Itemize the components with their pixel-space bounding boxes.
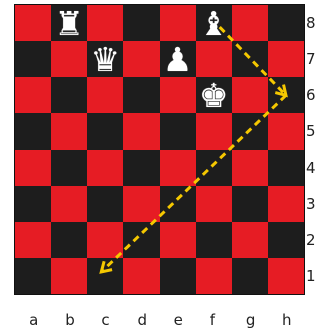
- white-bishop-icon[interactable]: ♝: [196, 5, 232, 41]
- square-c1[interactable]: [87, 258, 123, 294]
- square-f3[interactable]: [196, 186, 232, 222]
- square-f7[interactable]: [196, 41, 232, 77]
- square-h5[interactable]: [268, 113, 304, 149]
- square-e3[interactable]: [160, 186, 196, 222]
- square-d4[interactable]: [123, 150, 159, 186]
- square-h2[interactable]: [268, 222, 304, 258]
- square-d5[interactable]: [123, 113, 159, 149]
- square-h1[interactable]: [268, 258, 304, 294]
- square-g8[interactable]: [232, 5, 268, 41]
- square-b4[interactable]: [51, 150, 87, 186]
- square-e7[interactable]: ♟: [160, 41, 196, 77]
- square-g4[interactable]: [232, 150, 268, 186]
- square-c4[interactable]: [87, 150, 123, 186]
- square-h8[interactable]: [268, 5, 304, 41]
- square-a1[interactable]: [15, 258, 51, 294]
- square-g5[interactable]: [232, 113, 268, 149]
- square-b7[interactable]: [51, 41, 87, 77]
- rank-label-7: 7: [306, 50, 316, 68]
- square-b3[interactable]: [51, 186, 87, 222]
- rank-label-6: 6: [306, 86, 316, 104]
- file-label-g: g: [246, 311, 256, 329]
- file-label-a: a: [29, 311, 38, 329]
- square-f1[interactable]: [196, 258, 232, 294]
- square-f4[interactable]: [196, 150, 232, 186]
- square-e5[interactable]: [160, 113, 196, 149]
- square-e1[interactable]: [160, 258, 196, 294]
- square-c2[interactable]: [87, 222, 123, 258]
- square-f6[interactable]: ♚: [196, 77, 232, 113]
- square-c3[interactable]: [87, 186, 123, 222]
- square-d3[interactable]: [123, 186, 159, 222]
- square-g7[interactable]: [232, 41, 268, 77]
- square-a3[interactable]: [15, 186, 51, 222]
- square-d7[interactable]: [123, 41, 159, 77]
- file-label-e: e: [174, 311, 183, 329]
- square-e6[interactable]: [160, 77, 196, 113]
- square-d2[interactable]: [123, 222, 159, 258]
- white-rook-icon[interactable]: ♜: [51, 5, 87, 41]
- square-h3[interactable]: [268, 186, 304, 222]
- square-h7[interactable]: [268, 41, 304, 77]
- square-d6[interactable]: [123, 77, 159, 113]
- white-queen-icon[interactable]: ♛: [87, 41, 123, 77]
- square-c5[interactable]: [87, 113, 123, 149]
- square-e4[interactable]: [160, 150, 196, 186]
- square-b6[interactable]: [51, 77, 87, 113]
- square-c6[interactable]: [87, 77, 123, 113]
- white-pawn-icon[interactable]: ♟: [160, 41, 196, 77]
- file-label-c: c: [101, 311, 109, 329]
- square-a8[interactable]: [15, 5, 51, 41]
- rank-label-2: 2: [306, 231, 316, 249]
- square-a4[interactable]: [15, 150, 51, 186]
- rank-label-5: 5: [306, 122, 316, 140]
- square-b5[interactable]: [51, 113, 87, 149]
- file-label-d: d: [137, 311, 147, 329]
- square-a5[interactable]: [15, 113, 51, 149]
- square-f8[interactable]: ♝: [196, 5, 232, 41]
- square-g2[interactable]: [232, 222, 268, 258]
- square-b1[interactable]: [51, 258, 87, 294]
- file-label-h: h: [282, 311, 292, 329]
- white-king-icon[interactable]: ♚: [196, 77, 232, 113]
- square-a2[interactable]: [15, 222, 51, 258]
- square-a6[interactable]: [15, 77, 51, 113]
- square-a7[interactable]: [15, 41, 51, 77]
- square-c7[interactable]: ♛: [87, 41, 123, 77]
- square-e8[interactable]: [160, 5, 196, 41]
- square-b2[interactable]: [51, 222, 87, 258]
- square-h6[interactable]: [268, 77, 304, 113]
- square-d8[interactable]: [123, 5, 159, 41]
- rank-label-4: 4: [306, 159, 316, 177]
- square-h4[interactable]: [268, 150, 304, 186]
- square-c8[interactable]: [87, 5, 123, 41]
- square-b8[interactable]: ♜: [51, 5, 87, 41]
- square-f2[interactable]: [196, 222, 232, 258]
- file-label-b: b: [65, 311, 75, 329]
- rank-label-1: 1: [306, 267, 316, 285]
- square-g6[interactable]: [232, 77, 268, 113]
- chessboard: ♜ ♝ ♛ ♟♚: [15, 5, 304, 294]
- square-g1[interactable]: [232, 258, 268, 294]
- square-g3[interactable]: [232, 186, 268, 222]
- file-label-f: f: [210, 311, 215, 329]
- rank-label-3: 3: [306, 195, 316, 213]
- square-d1[interactable]: [123, 258, 159, 294]
- square-f5[interactable]: [196, 113, 232, 149]
- square-e2[interactable]: [160, 222, 196, 258]
- rank-label-8: 8: [306, 14, 316, 32]
